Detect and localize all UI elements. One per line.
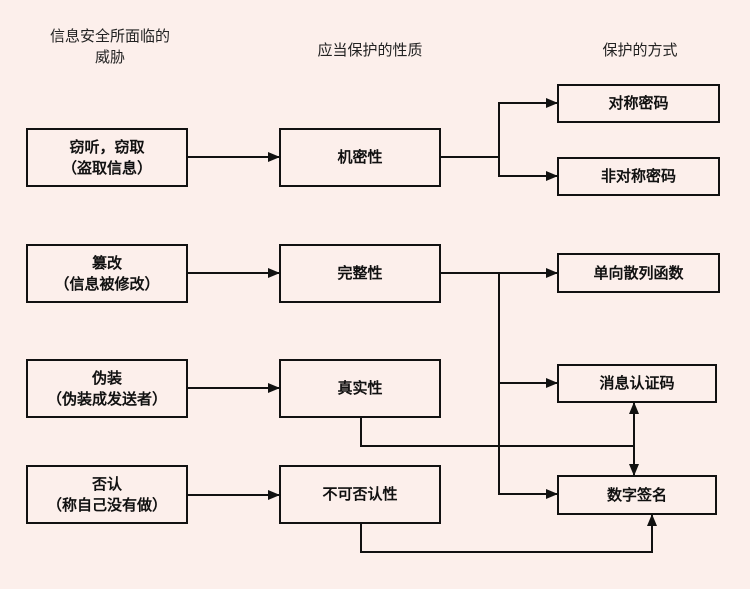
- header-methods: 保护的方式: [602, 41, 678, 59]
- threat-box-repudiation: 否认 （称自己没有做）: [26, 465, 188, 524]
- arrow-nonrepudiation-to-signature: [360, 514, 657, 553]
- threat-title: 伪装: [91, 368, 122, 387]
- arrow-confidentiality-to-asymmetric: [498, 157, 558, 181]
- method-box-mac: 消息认证码: [557, 364, 717, 403]
- method-box-asymmetric-cipher: 非对称密码: [557, 157, 720, 196]
- threat-subtitle: （盗取信息）: [61, 158, 152, 177]
- method-box-symmetric-cipher: 对称密码: [557, 84, 720, 123]
- arrow-integrity-to-mac: [498, 273, 558, 388]
- arrow-integrity-to-signature: [498, 383, 558, 499]
- header-threats: 信息安全所面临的 威胁: [30, 26, 190, 68]
- threat-subtitle: （称自己没有做）: [46, 495, 167, 514]
- threat-subtitle: （信息被修改）: [54, 274, 160, 293]
- arrow-confidentiality-to-symmetric: [441, 98, 558, 158]
- threat-box-spoofing: 伪装 （伪装成发送者）: [26, 359, 188, 418]
- arrow-authenticity-branch: [360, 417, 634, 447]
- property-box-authenticity: 真实性: [279, 359, 441, 418]
- header-properties: 应当保护的性质: [317, 41, 423, 59]
- property-box-nonrepudiation: 不可否认性: [279, 465, 441, 524]
- property-box-integrity: 完整性: [279, 244, 441, 303]
- method-box-hash-function: 单向散列函数: [557, 253, 720, 293]
- header-threats-line1: 信息安全所面临的: [49, 27, 170, 45]
- threat-box-eavesdropping: 窃听，窃取 （盗取信息）: [26, 128, 188, 187]
- threat-box-tampering: 篡改 （信息被修改）: [26, 244, 188, 303]
- header-threats-line2: 威胁: [94, 48, 125, 66]
- threat-title: 窃听，窃取: [69, 137, 145, 156]
- threat-subtitle: （伪装成发送者）: [46, 389, 167, 408]
- property-box-confidentiality: 机密性: [279, 128, 441, 187]
- threat-title: 篡改: [91, 253, 122, 272]
- method-box-digital-signature: 数字签名: [557, 475, 717, 515]
- threat-title: 否认: [91, 474, 122, 493]
